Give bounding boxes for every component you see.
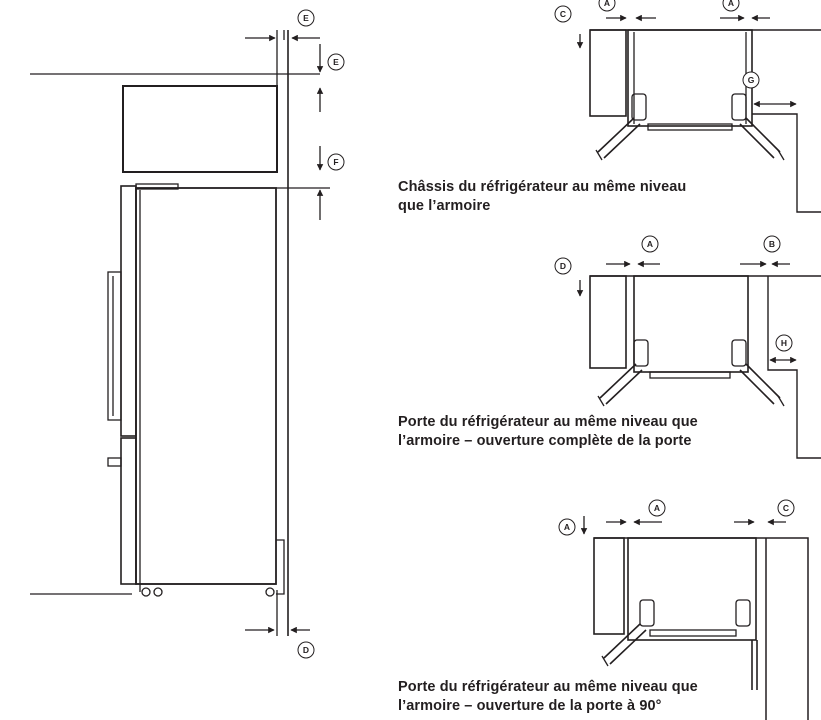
upper-cabinet	[122, 85, 278, 173]
svg-text:A: A	[647, 239, 653, 249]
svg-text:A: A	[564, 522, 570, 532]
label-d-bottom: D	[303, 645, 309, 655]
caption-flush-cabinet-line2: que l’armoire	[398, 198, 491, 214]
svg-text:C: C	[783, 503, 789, 513]
caption-full-open-line1: Porte du réfrigérateur au même niveau qu…	[398, 414, 698, 430]
svg-text:D: D	[560, 261, 566, 271]
fridge-handle-lower	[107, 457, 122, 467]
svg-text:A: A	[604, 0, 610, 8]
plan1-left-cabinet	[589, 29, 627, 117]
caption-flush-cabinet: Châssis du réfrigérateur au même niveau …	[398, 178, 686, 216]
caption-full-open: Porte du réfrigérateur au même niveau qu…	[398, 413, 698, 451]
fridge-body	[135, 187, 277, 585]
plan-view-3	[580, 516, 809, 720]
plan-view-1-labels: C A A G	[554, 0, 760, 89]
svg-text:B: B	[769, 239, 775, 249]
svg-text:G: G	[748, 75, 755, 85]
label-f: F	[333, 157, 338, 167]
caption-open-90: Porte du réfrigérateur au même niveau qu…	[398, 678, 698, 716]
side-view-labels: E E F D	[297, 9, 345, 659]
side-view	[30, 30, 330, 636]
caption-full-open-line2: l’armoire – ouverture complète de la por…	[398, 433, 692, 449]
fridge-door-upper	[120, 185, 137, 437]
svg-text:A: A	[654, 503, 660, 513]
plan-view-2	[576, 260, 821, 459]
svg-text:H: H	[781, 338, 787, 348]
caption-open-90-line1: Porte du réfrigérateur au même niveau qu…	[398, 679, 698, 695]
svg-text:C: C	[560, 9, 566, 19]
caption-flush-cabinet-line1: Châssis du réfrigérateur au même niveau	[398, 179, 687, 195]
plan-view-3-labels: A A C	[558, 499, 795, 536]
svg-text:A: A	[728, 0, 734, 8]
label-e-rear: E	[333, 57, 339, 67]
plan-view-2-labels: D A B H	[554, 235, 793, 352]
label-e-top: E	[303, 13, 309, 23]
caption-open-90-line2: l’armoire – ouverture de la porte à 90°	[398, 698, 662, 714]
fridge-door-lower	[120, 437, 137, 585]
fridge-handle-upper	[107, 271, 122, 421]
